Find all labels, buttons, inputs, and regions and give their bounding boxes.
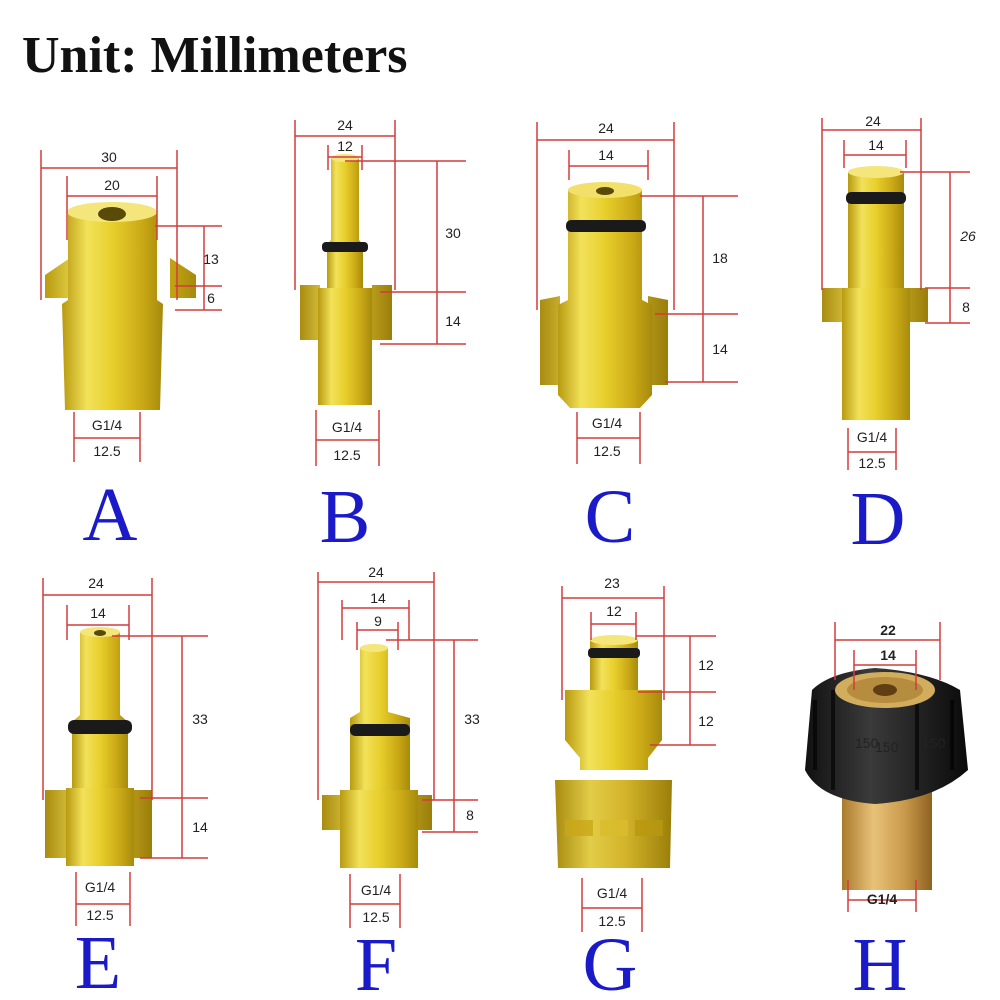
- part-b-height-2: 14: [445, 313, 461, 329]
- part-h-nut-mark-1: 150: [855, 735, 879, 751]
- part-a-wings: [45, 258, 196, 298]
- part-h-thread: G1/4: [867, 891, 898, 907]
- part-e-body: [66, 788, 134, 866]
- part-a-width-outer: 30: [101, 149, 117, 165]
- part-a-label: A: [83, 473, 138, 557]
- part-d-body: [842, 288, 910, 420]
- part-b-o-ring: [322, 242, 368, 252]
- part-f-width-mid: 14: [370, 590, 386, 606]
- part-f-thread: G1/4: [361, 882, 392, 898]
- part-g-bottom-width: 12.5: [598, 913, 625, 929]
- part-d-width-outer: 24: [865, 113, 881, 129]
- part-g-width-inner: 12: [606, 603, 622, 619]
- part-b: 24 12 30 14 G1/4 12.5 B: [294, 117, 466, 559]
- part-h-label: H: [853, 923, 908, 1000]
- part-g-width-outer: 23: [604, 575, 620, 591]
- part-b-bottom-width: 12.5: [333, 447, 360, 463]
- part-g-height-2: 12: [698, 713, 714, 729]
- part-f-body: [340, 790, 418, 868]
- part-h-width-inner: 14: [880, 647, 896, 663]
- page-title: Unit: Millimeters: [22, 27, 408, 84]
- part-c-thread: G1/4: [592, 415, 623, 431]
- part-e-o-ring: [68, 720, 132, 734]
- part-a-width-inner: 20: [104, 177, 120, 193]
- part-d-width-inner: 14: [868, 137, 884, 153]
- part-b-width-inner: 12: [337, 138, 353, 154]
- part-g-label: G: [583, 923, 638, 1000]
- part-e-width-inner: 14: [90, 605, 106, 621]
- part-c-wings: [540, 296, 668, 385]
- part-a-height-1: 13: [203, 251, 219, 267]
- part-f-height-1: 33: [464, 711, 480, 727]
- part-f-width-inner: 9: [374, 613, 382, 629]
- part-b-thread: G1/4: [332, 419, 363, 435]
- part-b-label: B: [320, 475, 371, 559]
- part-h: 150 150 150 22 14 G1/4 H: [805, 622, 968, 1000]
- part-c-o-ring: [566, 220, 646, 232]
- part-d-label: D: [851, 477, 906, 561]
- part-c-width-outer: 24: [598, 120, 614, 136]
- part-a-thread: G1/4: [92, 417, 123, 433]
- part-a-bore: [98, 207, 126, 221]
- part-b-body: [318, 288, 372, 405]
- part-g-height-1: 12: [698, 657, 714, 673]
- part-c-bore: [596, 187, 614, 195]
- part-d-o-ring: [846, 192, 906, 204]
- part-g-collar: [565, 690, 662, 770]
- part-a: 30 20 13 6 G1/4 12.5 A: [40, 149, 222, 557]
- part-c-width-inner: 14: [598, 147, 614, 163]
- part-g-tip: [590, 640, 638, 690]
- part-h-width-outer: 22: [880, 622, 896, 638]
- part-c: 24 14 18 14 G1/4 12.5 C: [536, 120, 738, 559]
- part-c-body: [558, 190, 652, 408]
- part-d-height-2: 8: [962, 299, 970, 315]
- part-h-body: [842, 790, 932, 890]
- part-a-height-2: 6: [207, 290, 215, 306]
- part-b-width-outer: 24: [337, 117, 353, 133]
- part-c-height-2: 14: [712, 341, 728, 357]
- part-d: 24 14 26 8 G1/4 12.5 D: [821, 113, 976, 561]
- part-e-label: E: [75, 921, 121, 1000]
- part-e-width-outer: 24: [88, 575, 104, 591]
- part-h-nut: [805, 668, 968, 804]
- part-d-tip: [848, 172, 904, 290]
- part-e-bore: [94, 630, 106, 636]
- part-c-height-1: 18: [712, 250, 728, 266]
- part-g: 23 12 12 12 G1/4 12.5 G: [555, 575, 716, 1000]
- part-c-bottom-width: 12.5: [593, 443, 620, 459]
- part-h-bore: [873, 684, 897, 696]
- part-a-bottom-width: 12.5: [93, 443, 120, 459]
- part-h-nut-mark-3: 150: [922, 735, 946, 751]
- part-f-o-ring: [350, 724, 410, 736]
- part-e: 24 14 33 14 G1/4 12.5 E: [42, 575, 208, 1000]
- part-f-width-outer: 24: [368, 564, 384, 580]
- part-g-thread: G1/4: [597, 885, 628, 901]
- part-h-nut-mark-2: 150: [875, 739, 899, 755]
- part-g-o-ring: [588, 648, 640, 658]
- part-f-label: F: [355, 923, 397, 1000]
- part-f-height-2: 8: [466, 807, 474, 823]
- part-e-height-2: 14: [192, 819, 208, 835]
- part-e-thread: G1/4: [85, 879, 116, 895]
- part-e-height-1: 33: [192, 711, 208, 727]
- part-f: 24 14 9 33 8 G1/4 12.5 F: [317, 564, 480, 1000]
- part-a-body: [62, 212, 163, 410]
- part-f-tip: [350, 648, 410, 795]
- part-d-thread: G1/4: [857, 429, 888, 445]
- part-f-bottom-width: 12.5: [362, 909, 389, 925]
- part-e-bottom-width: 12.5: [86, 907, 113, 923]
- part-c-label: C: [585, 475, 636, 559]
- part-d-bottom-width: 12.5: [858, 455, 885, 471]
- part-d-height-1: 26: [959, 228, 976, 244]
- part-b-tip: [327, 158, 363, 290]
- part-e-tip: [72, 632, 128, 790]
- part-b-height-1: 30: [445, 225, 461, 241]
